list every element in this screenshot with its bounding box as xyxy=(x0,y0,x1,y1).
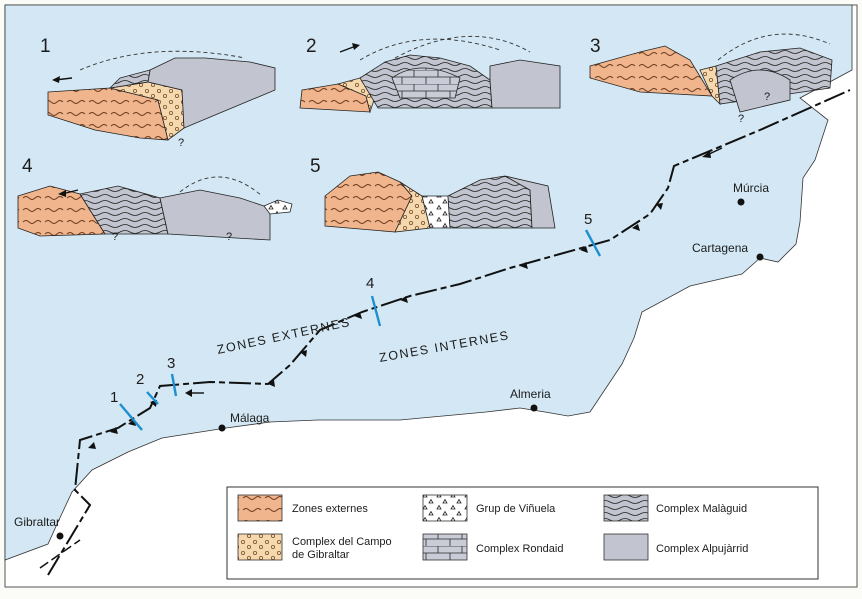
section-3-alpujarrid xyxy=(729,69,791,113)
section-2-rondaid-core xyxy=(391,67,461,99)
gibraltar-fault xyxy=(39,539,81,569)
section-marker-4: 4 xyxy=(366,275,374,292)
section-4-number: 4 xyxy=(22,156,33,177)
section-4-unknown-mark-2: ? xyxy=(226,231,232,243)
section-marker-3: 3 xyxy=(167,355,175,372)
cross-section-5: 5 xyxy=(310,156,556,233)
legend-swatch-malaguid xyxy=(603,494,649,522)
section-line-2 xyxy=(146,391,159,405)
section-3-number: 3 xyxy=(590,36,601,57)
section-1-projection xyxy=(79,50,246,71)
city-label-malaga: Málaga xyxy=(230,411,270,425)
cross-section-4: 4 ? ? xyxy=(17,156,293,243)
section-marker-2: 2 xyxy=(136,371,144,388)
section-line-4 xyxy=(370,295,382,327)
section-line-3 xyxy=(170,373,178,397)
section-3-projection xyxy=(717,33,831,61)
legend-swatch-campo-gibraltar xyxy=(237,533,283,561)
city-label-murcia: Múrcia xyxy=(733,181,769,195)
section-1-malaguid xyxy=(108,69,151,89)
section-line-5 xyxy=(584,229,602,257)
section-5-campo-gibraltar xyxy=(394,181,431,233)
section-1-alpujarrid xyxy=(147,57,276,129)
legend-label-rondaid: Complex Rondaid xyxy=(476,543,563,555)
city-dot-cartagena xyxy=(756,253,764,261)
section-3-unknown-mark-2: ? xyxy=(738,113,744,125)
section-2-projection xyxy=(359,38,501,61)
section-1-unknown-mark: ? xyxy=(178,137,184,149)
section-line-1 xyxy=(119,403,143,431)
legend-swatch-alpujarrid xyxy=(603,533,649,561)
cities: Múrcia Cartagena Almeria Málaga Gibralta… xyxy=(14,181,769,540)
thrust-arrowhead xyxy=(702,151,711,158)
section-2-alpujarrid xyxy=(489,59,561,109)
city-dot-malaga xyxy=(218,424,226,432)
section-marker-1: 1 xyxy=(110,389,118,406)
legend-label-campo-gibraltar-line-2: de Gibraltar xyxy=(292,549,350,561)
legend-swatch-vinuela xyxy=(422,494,468,522)
section-marker-5: 5 xyxy=(584,211,592,228)
section-2-number: 2 xyxy=(306,36,317,57)
legend-swatch-rondaid xyxy=(422,533,468,561)
cross-section-3: 3 ? ? xyxy=(589,33,833,125)
section-5-alpujarrid xyxy=(504,175,556,229)
legend-box xyxy=(226,486,819,580)
legend-swatch-zones-externes xyxy=(237,494,283,522)
city-dot-murcia xyxy=(737,198,745,206)
city-dot-almeria xyxy=(530,404,538,412)
section-1-number: 1 xyxy=(40,36,51,57)
city-label-gibraltar: Gibraltar xyxy=(14,515,60,529)
landmass xyxy=(4,4,853,561)
section-4-arrowhead xyxy=(58,190,66,197)
legend-label-vinuela: Grup de Viñuela xyxy=(476,503,556,515)
legend-label-zones-externes: Zones externes xyxy=(292,503,368,515)
section-lines xyxy=(119,229,602,431)
section-1-arrowhead xyxy=(52,76,60,83)
legend-label-campo-gibraltar-line-1: Complex del Campo xyxy=(292,536,392,548)
city-dot-gibraltar xyxy=(56,532,64,540)
section-3-zones-externes xyxy=(589,45,713,97)
cross-section-1: 1 ? xyxy=(40,36,276,149)
section-3-unknown-mark-1: ? xyxy=(764,91,770,103)
legend-label-alpujarrid: Complex Alpujàrrid xyxy=(656,543,748,555)
cross-section-2: 2 xyxy=(299,35,561,114)
section-4-unknown-mark-1: ? xyxy=(112,231,118,243)
city-label-almeria: Almeria xyxy=(510,387,551,401)
legend: Zones externes Complex del Campo de Gibr… xyxy=(226,486,819,580)
section-5-number: 5 xyxy=(310,156,321,177)
section-4-vinuela xyxy=(263,199,293,215)
city-label-cartagena: Cartagena xyxy=(692,241,748,255)
section-2-arrowhead xyxy=(352,43,360,50)
legend-label-malaguid: Complex Malàguid xyxy=(656,503,747,515)
thrust-arrowhead-west xyxy=(185,389,192,397)
section-4-projection xyxy=(179,176,263,197)
thrust-front xyxy=(47,89,851,576)
